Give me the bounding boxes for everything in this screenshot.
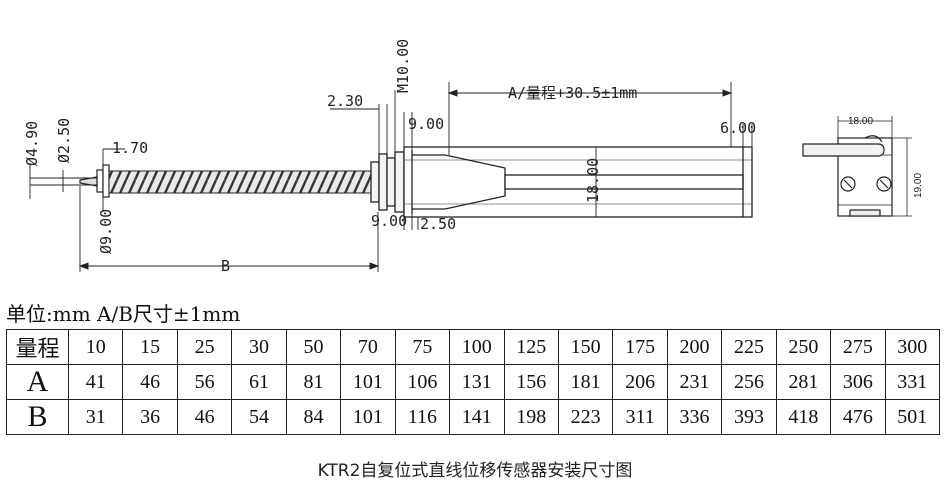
table-cell: 206: [612, 364, 668, 400]
table-cell: 54: [231, 399, 287, 435]
dim-body-height: 18.00: [584, 158, 602, 203]
dim-flange-width: 2.30: [327, 92, 363, 110]
table-cell: 46: [176, 399, 233, 435]
table-cell: 150: [557, 329, 614, 365]
table-cell: 41: [67, 364, 124, 400]
dim-d-inner: Ø2.50: [55, 118, 73, 163]
table-cell: 61: [231, 364, 287, 400]
table-cell: 84: [285, 399, 342, 435]
dim-bottom-left: 9.00: [371, 212, 407, 230]
dim-a-span: A/量程+30.5±1mm: [508, 84, 637, 102]
table-cell: 300: [884, 329, 941, 365]
table-cell: 131: [449, 364, 505, 400]
row-header: B: [6, 399, 69, 435]
table-cell: 116: [394, 399, 451, 435]
table-cell: 275: [830, 329, 886, 365]
dim-body-left: 9.00: [408, 115, 444, 133]
figure-caption: KTR2自复位式直线位移传感器安装尺寸图: [317, 461, 633, 481]
table-cell: 25: [176, 329, 233, 365]
dim-side-height: 19.00: [913, 173, 924, 198]
table-cell: 198: [503, 399, 559, 435]
table-cell: 306: [830, 364, 886, 400]
table-cell: 156: [503, 364, 559, 400]
table-cell: 50: [285, 329, 342, 365]
table-cell: 225: [721, 329, 777, 365]
table-cell: 31: [67, 399, 124, 435]
dim-d-nut: Ø9.00: [97, 209, 115, 254]
table-cell: 46: [122, 364, 178, 400]
sensor-body: [403, 146, 753, 218]
dim-d-outer: Ø4.90: [23, 121, 41, 166]
table-cell: 30: [231, 329, 287, 365]
table-cell: 10: [67, 329, 124, 365]
unit-note: 单位:mm A/B尺寸±1mm: [6, 302, 241, 326]
dim-bottom-right: 2.50: [420, 215, 456, 233]
table-cell: 281: [775, 364, 832, 400]
dim-side-width: 18.00: [848, 116, 873, 127]
table-cell: 181: [557, 364, 614, 400]
side-view: [802, 116, 912, 217]
table-cell: 476: [830, 399, 886, 435]
row-header: A: [6, 364, 69, 400]
table-cell: 501: [884, 399, 941, 435]
installation-drawing: Ø4.90 Ø2.50 1.70 Ø9.00 B 2.30 M10.00 9.0…: [23, 39, 924, 275]
table-cell: 250: [775, 329, 832, 365]
dim-body-right: 6.00: [720, 119, 756, 137]
table-cell: 56: [176, 364, 233, 400]
table-cell: 81: [285, 364, 342, 400]
table-cell: 100: [449, 329, 505, 365]
table-cell: 125: [503, 329, 559, 365]
table-cell: 101: [340, 399, 396, 435]
threaded-rod: [108, 170, 372, 194]
table-cell: 70: [340, 329, 396, 365]
table-cell: 141: [449, 399, 505, 435]
table-cell: 223: [557, 399, 614, 435]
table-cell: 231: [666, 364, 723, 400]
table-cell: 393: [721, 399, 777, 435]
table-cell: 311: [612, 399, 668, 435]
table-cell: 36: [122, 399, 178, 435]
row-header: 量程: [6, 329, 69, 365]
table-cell: 418: [775, 399, 832, 435]
table-cell: 331: [884, 364, 941, 400]
dim-tip-length: 1.70: [112, 139, 148, 157]
table-cell: 175: [612, 329, 668, 365]
table-cell: 106: [394, 364, 451, 400]
probe-tip: [79, 164, 110, 198]
table-cell: 15: [122, 329, 178, 365]
dim-thread: M10.00: [394, 39, 412, 93]
table-cell: 75: [394, 329, 451, 365]
mounting-nuts: [370, 151, 405, 213]
table-cell: 101: [340, 364, 396, 400]
table-cell: 336: [666, 399, 723, 435]
dim-b-span: B: [221, 257, 230, 275]
dimension-lines: [29, 82, 753, 272]
table-cell: 200: [666, 329, 723, 365]
table-cell: 256: [721, 364, 777, 400]
